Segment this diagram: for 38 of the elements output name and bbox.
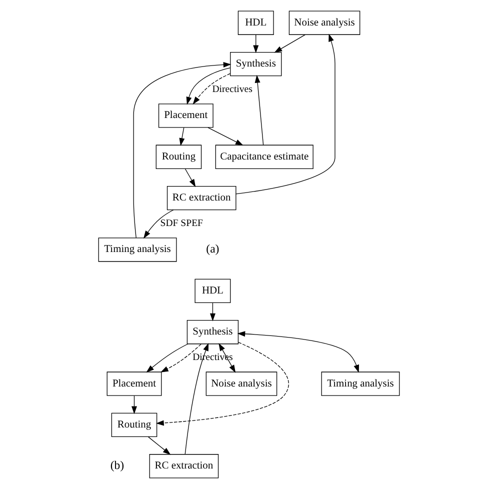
arrow xyxy=(132,395,137,414)
node-box: Noise analysis xyxy=(206,372,278,396)
arrow xyxy=(237,331,359,373)
edge-label: Directives xyxy=(212,84,252,96)
node-box: Routing xyxy=(156,144,202,169)
arrow xyxy=(253,34,259,54)
label: (b) xyxy=(110,459,124,472)
node-box: HDL xyxy=(194,278,231,304)
arrow xyxy=(186,68,231,105)
node-box: Routing xyxy=(111,412,158,438)
arrow xyxy=(254,74,264,146)
arrow xyxy=(143,210,174,239)
arrow xyxy=(192,73,231,104)
arrow xyxy=(208,127,244,146)
node-box: Timing analysis xyxy=(321,372,400,396)
node-box: Synthesis xyxy=(230,52,282,76)
arrow xyxy=(184,168,196,188)
node-box: Capacitance estimate xyxy=(215,144,314,169)
arrow xyxy=(274,34,306,53)
node-box: RC extraction xyxy=(166,186,236,210)
node-box: RC extraction xyxy=(149,454,219,478)
node-box: Noise analysis xyxy=(288,10,360,35)
arrow xyxy=(184,343,209,454)
arrow xyxy=(133,62,232,238)
node-box: Synthesis xyxy=(186,320,239,344)
arrow xyxy=(210,302,216,322)
node-box: Placement xyxy=(158,104,214,128)
label: (a) xyxy=(206,242,220,256)
node-box: Timing analysis xyxy=(98,238,177,262)
arrow xyxy=(156,342,289,426)
arrow xyxy=(160,344,202,372)
arrow xyxy=(179,127,185,146)
node-box: Placement xyxy=(106,372,162,396)
node-box: HDL xyxy=(238,10,274,35)
arrow xyxy=(148,436,171,455)
arrow xyxy=(146,344,188,372)
arrow xyxy=(236,34,336,194)
edge-label: SDF SPEF xyxy=(160,218,204,230)
